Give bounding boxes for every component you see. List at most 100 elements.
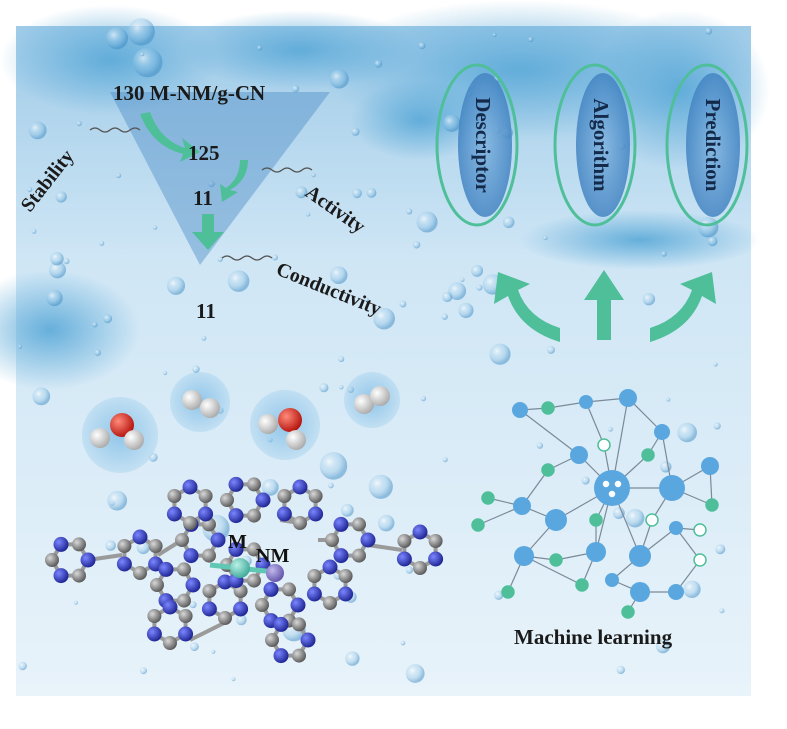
nitrogen-atom: [428, 551, 444, 567]
carbon-atom: [277, 489, 292, 503]
hydrogen-atom: [124, 430, 144, 450]
nonmetal-atom: [266, 564, 284, 582]
carbon-atom: [307, 569, 322, 583]
bubble: [49, 261, 66, 279]
bubble: [543, 235, 548, 241]
network-node: [541, 463, 555, 477]
bubble: [547, 345, 555, 354]
carbon-atom: [167, 489, 182, 503]
bubble: [208, 180, 215, 188]
network-node: [641, 448, 655, 462]
network-node: [513, 497, 531, 515]
nitrogen-atom: [412, 524, 428, 540]
hub-inner-node: [601, 479, 611, 489]
ml-step-prediction: Prediction: [665, 63, 749, 227]
nitrogen-atom: [255, 492, 271, 508]
funnel-arrow-2: [220, 160, 248, 202]
carbon-atom: [397, 534, 412, 548]
carbon-atom: [293, 516, 307, 530]
network-node: [597, 438, 611, 452]
water-splash: [0, 5, 220, 115]
network-node: [668, 584, 684, 600]
nitrogen-atom: [228, 476, 244, 492]
bubble: [666, 397, 671, 402]
hydrogen-atom: [182, 390, 202, 410]
bubble: [418, 42, 426, 50]
bubble: [420, 395, 427, 402]
molecular-bond: [367, 543, 403, 552]
bubble: [319, 383, 329, 393]
bubble: [50, 252, 64, 266]
bubble: [492, 33, 497, 37]
metal-atom: [230, 558, 250, 578]
nitrogen-atom: [166, 506, 182, 522]
nitrogen-atom: [53, 568, 69, 584]
activity-connector: [261, 167, 313, 173]
bubble: [103, 314, 113, 324]
nonmetal-site-label: NM: [256, 545, 289, 567]
bubble: [442, 457, 448, 463]
nitrogen-atom: [273, 616, 289, 632]
bubble: [448, 282, 467, 300]
bubble: [352, 188, 362, 199]
carbon-atom: [218, 611, 232, 625]
arrow-to-algorithm: [584, 270, 624, 340]
bubble: [416, 211, 438, 233]
nitrogen-atom: [263, 581, 279, 597]
nitrogen-atom: [338, 586, 354, 602]
bubble: [713, 362, 718, 367]
nitrogen-atom: [80, 552, 96, 568]
carbon-atom: [220, 493, 234, 507]
bubble: [55, 191, 67, 203]
bubble: [28, 121, 47, 140]
bubble: [677, 422, 697, 443]
nitrogen-atom: [158, 561, 174, 577]
bubble: [642, 293, 656, 306]
ml-step-algorithm: Algorithm: [553, 63, 637, 227]
bubble: [32, 387, 51, 406]
nitrogen-atom: [333, 516, 349, 532]
carbon-atom: [133, 566, 147, 580]
carbon-atom: [255, 598, 269, 612]
network-node: [481, 491, 495, 505]
bubble: [374, 59, 383, 68]
bubble: [707, 236, 718, 247]
nitrogen-atom: [217, 574, 233, 590]
bubble: [338, 356, 345, 363]
bubble: [105, 540, 116, 551]
bubble: [319, 452, 348, 480]
nitrogen-atom: [292, 479, 308, 495]
network-node: [471, 518, 485, 532]
carbon-atom: [413, 561, 427, 575]
nitrogen-atom: [178, 626, 194, 642]
network-node: [629, 545, 651, 567]
network-node: [545, 509, 567, 531]
carbon-atom: [352, 548, 366, 563]
stability-connector: [89, 127, 141, 133]
oxygen-atom: [110, 413, 134, 437]
water-splash: [350, 80, 490, 160]
hydrogen-atom: [286, 430, 306, 450]
bubble: [132, 47, 163, 78]
nitrogen-atom: [276, 506, 292, 522]
carbon-atom: [247, 508, 261, 523]
descriptor-pill: [458, 73, 512, 217]
bubble: [608, 426, 613, 432]
network-node: [586, 542, 606, 562]
bubble: [99, 240, 105, 246]
bubble: [306, 212, 311, 217]
network-node: [501, 585, 515, 599]
carbon-atom: [148, 539, 163, 553]
bubble: [295, 186, 308, 199]
network-edge: [523, 555, 583, 586]
bubble: [94, 349, 101, 357]
carbon-atom: [177, 562, 191, 577]
bubble: [713, 422, 721, 430]
nitrogen-atom: [228, 541, 244, 557]
bubble: [581, 476, 590, 485]
bubble: [76, 120, 82, 127]
bubble: [660, 461, 672, 473]
bubble: [339, 385, 344, 390]
carbon-atom: [198, 489, 213, 503]
carbon-atom: [72, 568, 86, 583]
